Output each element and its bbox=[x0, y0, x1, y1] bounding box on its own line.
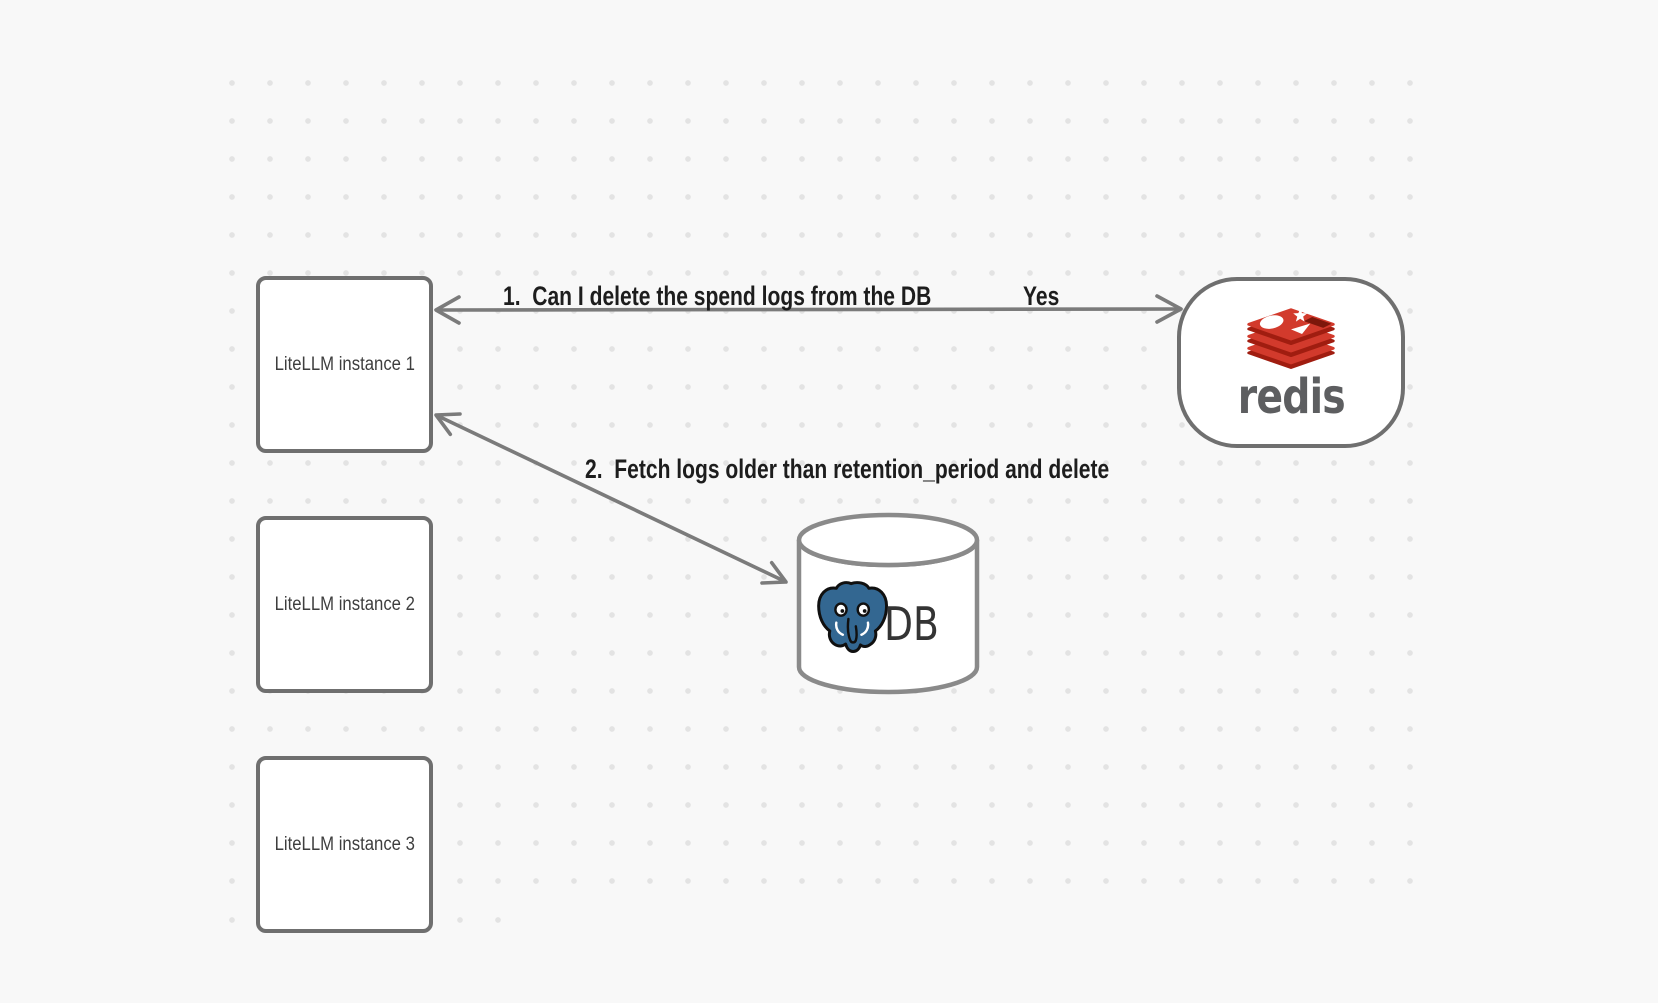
redis-stack-icon bbox=[1247, 308, 1335, 369]
db-cylinder-icon bbox=[796, 512, 980, 695]
litellm-instance-2-label: LiteLLM instance 2 bbox=[274, 593, 415, 615]
edge-label-yes[interactable]: Yes bbox=[1023, 281, 1060, 311]
database-label: DB bbox=[884, 597, 939, 651]
node-litellm-instance-2[interactable]: LiteLLM instance 2 bbox=[256, 516, 433, 693]
arrow-instance1-db[interactable] bbox=[434, 412, 788, 585]
litellm-instance-1-label: LiteLLM instance 1 bbox=[274, 353, 415, 375]
arrow-instance1-redis[interactable] bbox=[434, 294, 1183, 325]
node-litellm-instance-3[interactable]: LiteLLM instance 3 bbox=[256, 756, 433, 933]
edge-label-fetch-logs[interactable]: 2. Fetch logs older than retention_perio… bbox=[585, 454, 1110, 484]
postgresql-elephant-icon bbox=[817, 581, 889, 653]
litellm-instance-3-label: LiteLLM instance 3 bbox=[274, 833, 415, 855]
node-database[interactable] bbox=[788, 504, 988, 704]
node-redis[interactable]: redis bbox=[1177, 277, 1405, 448]
node-litellm-instance-1[interactable]: LiteLLM instance 1 bbox=[256, 276, 433, 453]
redis-wordmark: redis bbox=[1237, 369, 1345, 425]
edge-label-delete-spend-logs[interactable]: 1. Can I delete the spend logs from the … bbox=[503, 281, 932, 311]
